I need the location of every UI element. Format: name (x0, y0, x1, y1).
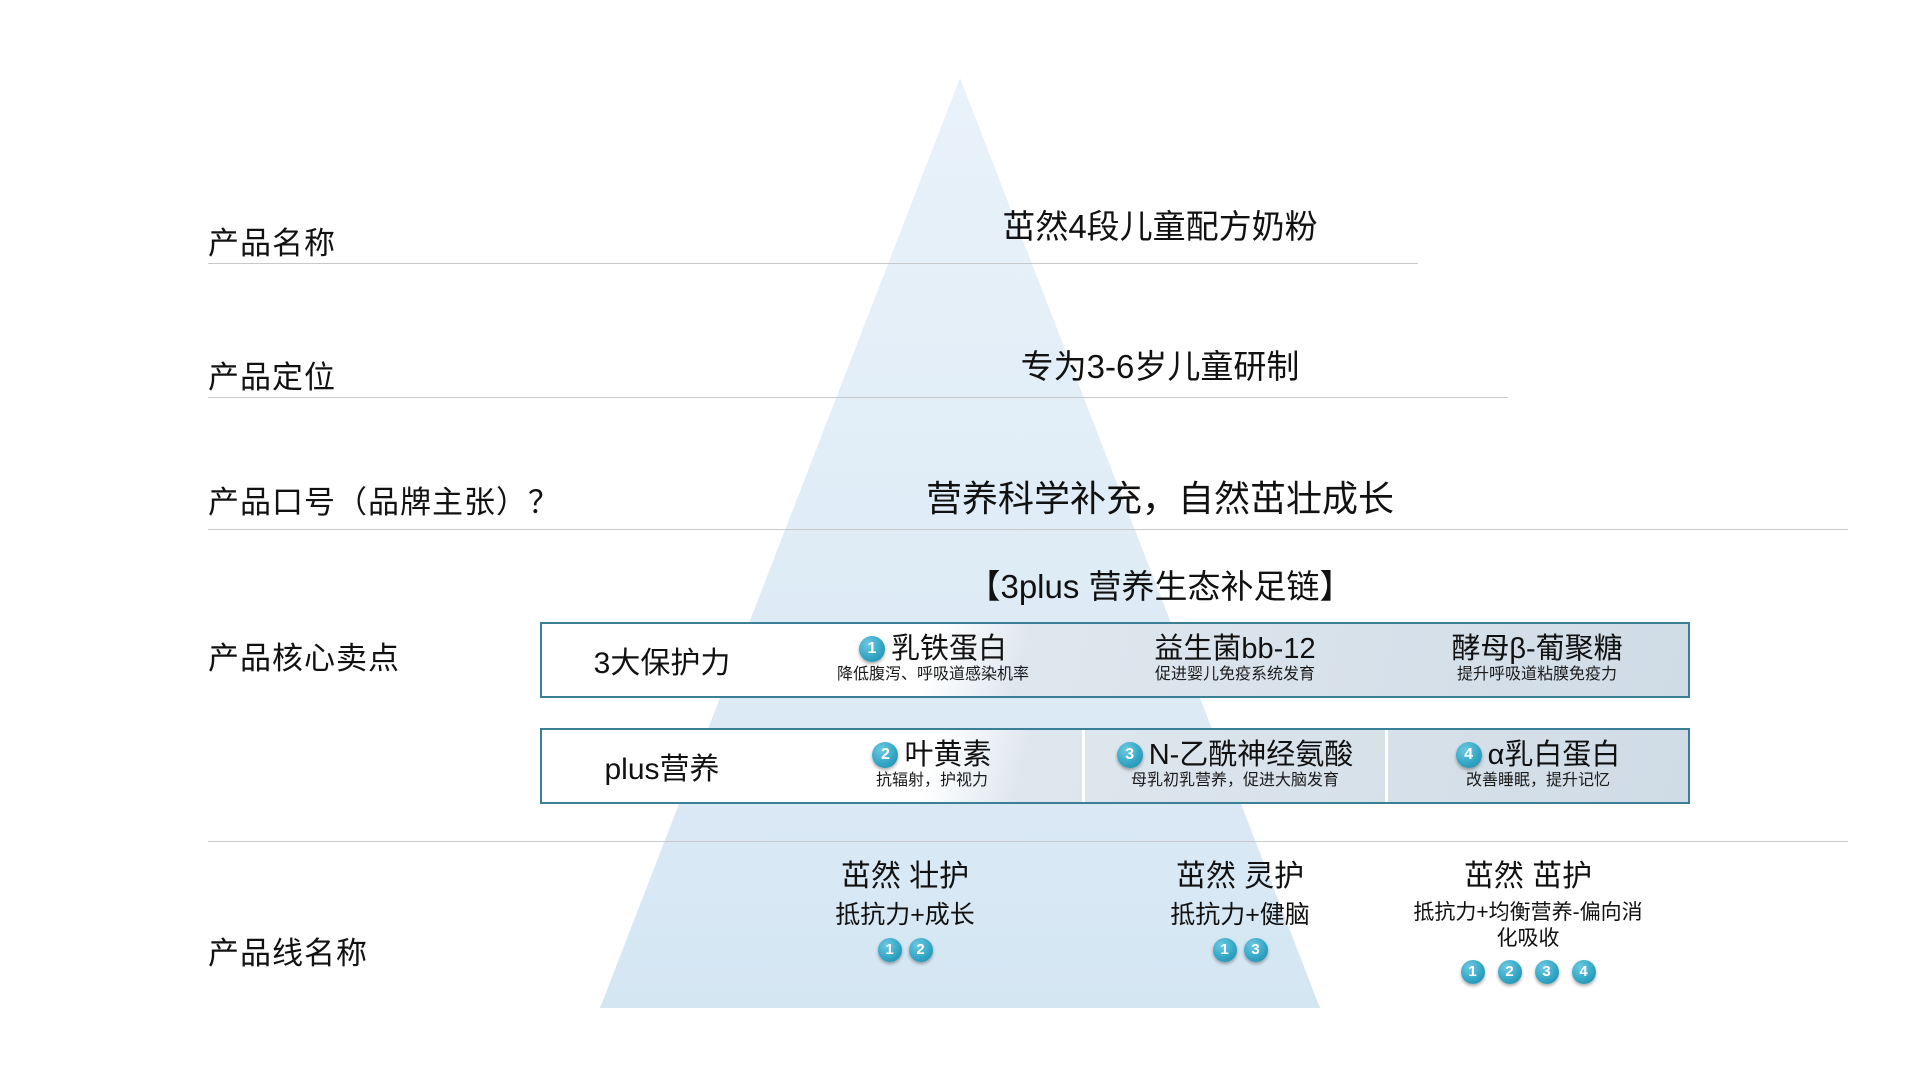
number-badge-icon: 1 (1460, 959, 1485, 984)
selling-cell: 2 叶黄素 抗辐射，护视力 (782, 730, 1082, 802)
cell-desc-text: 促进婴儿免疫系统发育 (1154, 666, 1315, 684)
cell-desc-text: 改善睡眠，提升记忆 (1465, 772, 1610, 790)
product-line-badges: 1 2 (775, 938, 1035, 962)
product-name-text: 茁然4段儿童配方奶粉 (1002, 208, 1318, 245)
number-badge-icon: 2 (872, 742, 899, 769)
product-line-zhuhu: 茁然 茁护 抵抗力+均衡营养-偏向消化吸收 1 2 3 4 (1408, 858, 1648, 984)
selling-cell: 1 乳铁蛋白 降低腹泻、呼吸道感染机率 (782, 624, 1084, 696)
number-badge-icon: 1 (877, 938, 902, 962)
product-position-text: 专为3-6岁儿童研制 (1020, 348, 1300, 385)
number-badge-icon: 4 (1455, 742, 1482, 769)
band-head-label: plus营养 (542, 730, 782, 802)
cell-desc-text: 抗辐射，护视力 (875, 772, 988, 790)
cell-title-text: N-乙酰神经氨酸 (1148, 738, 1354, 771)
product-line-name: 茁然 壮护 (840, 860, 970, 893)
row-label-product-name: 产品名称 (208, 226, 336, 261)
number-badge-icon: 1 (1212, 938, 1237, 962)
cell-title-row: 2 叶黄素 (872, 738, 992, 771)
row-label-core-selling: 产品核心卖点 (208, 641, 400, 676)
selling-cell: 酵母β-葡聚糖 提升呼吸道粘膜免疫力 (1386, 624, 1688, 696)
nutrition-chain-title: 【3plus 营养生态补足链】 (967, 568, 1353, 605)
cell-title-row: 益生菌bb-12 (1154, 632, 1316, 665)
cell-title-text: 益生菌bb-12 (1154, 632, 1316, 665)
product-line-claim: 抵抗力+健脑 (1170, 900, 1310, 929)
number-badge-icon: 4 (1571, 959, 1596, 984)
rule-2 (208, 397, 1508, 398)
row-label-product-position: 产品定位 (208, 360, 336, 395)
rule-3 (208, 529, 1848, 530)
cell-title-row: 3 N-乙酰神经氨酸 (1116, 738, 1354, 771)
rule-4 (208, 841, 1848, 842)
cell-title-row: 4 α乳白蛋白 (1455, 738, 1621, 771)
band-head-label: 3大保护力 (542, 624, 782, 696)
cell-title-text: 乳铁蛋白 (890, 632, 1007, 665)
product-line-linghu: 茁然 灵护 抵抗力+健脑 1 3 (1110, 858, 1370, 962)
number-badge-icon: 3 (1243, 938, 1268, 962)
band-cells: 2 叶黄素 抗辐射，护视力 3 N-乙酰神经氨酸 母乳初乳营养，促进大脑发育 4… (782, 730, 1688, 802)
selling-band-protection: 3大保护力 1 乳铁蛋白 降低腹泻、呼吸道感染机率 益生菌bb-12 促进婴儿免… (540, 622, 1690, 698)
selling-band-plus-nutrition: plus营养 2 叶黄素 抗辐射，护视力 3 N-乙酰神经氨酸 母乳初乳营养，促… (540, 728, 1690, 804)
cell-desc-text: 降低腹泻、呼吸道感染机率 (836, 666, 1029, 684)
cell-title-row: 酵母β-葡聚糖 (1451, 632, 1623, 665)
product-line-name: 茁然 茁护 (1463, 860, 1593, 893)
row-label-product-slogan: 产品口号（品牌主张）？ (208, 485, 560, 520)
row-label-product-line: 产品线名称 (208, 936, 368, 971)
band-cells: 1 乳铁蛋白 降低腹泻、呼吸道感染机率 益生菌bb-12 促进婴儿免疫系统发育 … (782, 624, 1688, 696)
cell-title-text: 酵母β-葡聚糖 (1451, 632, 1623, 665)
product-line-zhuanghu: 茁然 壮护 抵抗力+成长 1 2 (775, 858, 1035, 962)
product-line-name: 茁然 灵护 (1175, 860, 1305, 893)
selling-cell: 益生菌bb-12 促进婴儿免疫系统发育 (1084, 624, 1386, 696)
number-badge-icon: 1 (858, 636, 885, 663)
product-line-badges: 1 2 3 4 (1408, 959, 1648, 984)
product-line-claim: 抵抗力+成长 (835, 900, 975, 929)
cell-title-row: 1 乳铁蛋白 (858, 632, 1007, 665)
product-line-badges: 1 3 (1110, 938, 1370, 962)
number-badge-icon: 3 (1116, 742, 1143, 769)
selling-cell: 4 α乳白蛋白 改善睡眠，提升记忆 (1385, 730, 1688, 802)
cell-desc-text: 提升呼吸道粘膜免疫力 (1456, 666, 1617, 684)
cell-title-text: α乳白蛋白 (1487, 738, 1621, 771)
cell-desc-text: 母乳初乳营养，促进大脑发育 (1130, 772, 1339, 790)
selling-cell: 3 N-乙酰神经氨酸 母乳初乳营养，促进大脑发育 (1082, 730, 1385, 802)
rule-1 (208, 263, 1418, 264)
number-badge-icon: 2 (1497, 959, 1522, 984)
number-badge-icon: 3 (1534, 959, 1559, 984)
number-badge-icon: 2 (908, 938, 933, 962)
product-slogan-text: 营养科学补充，自然茁壮成长 (925, 478, 1394, 519)
product-line-claim: 抵抗力+均衡营养-偏向消化吸收 (1413, 900, 1643, 950)
cell-title-text: 叶黄素 (904, 738, 992, 771)
